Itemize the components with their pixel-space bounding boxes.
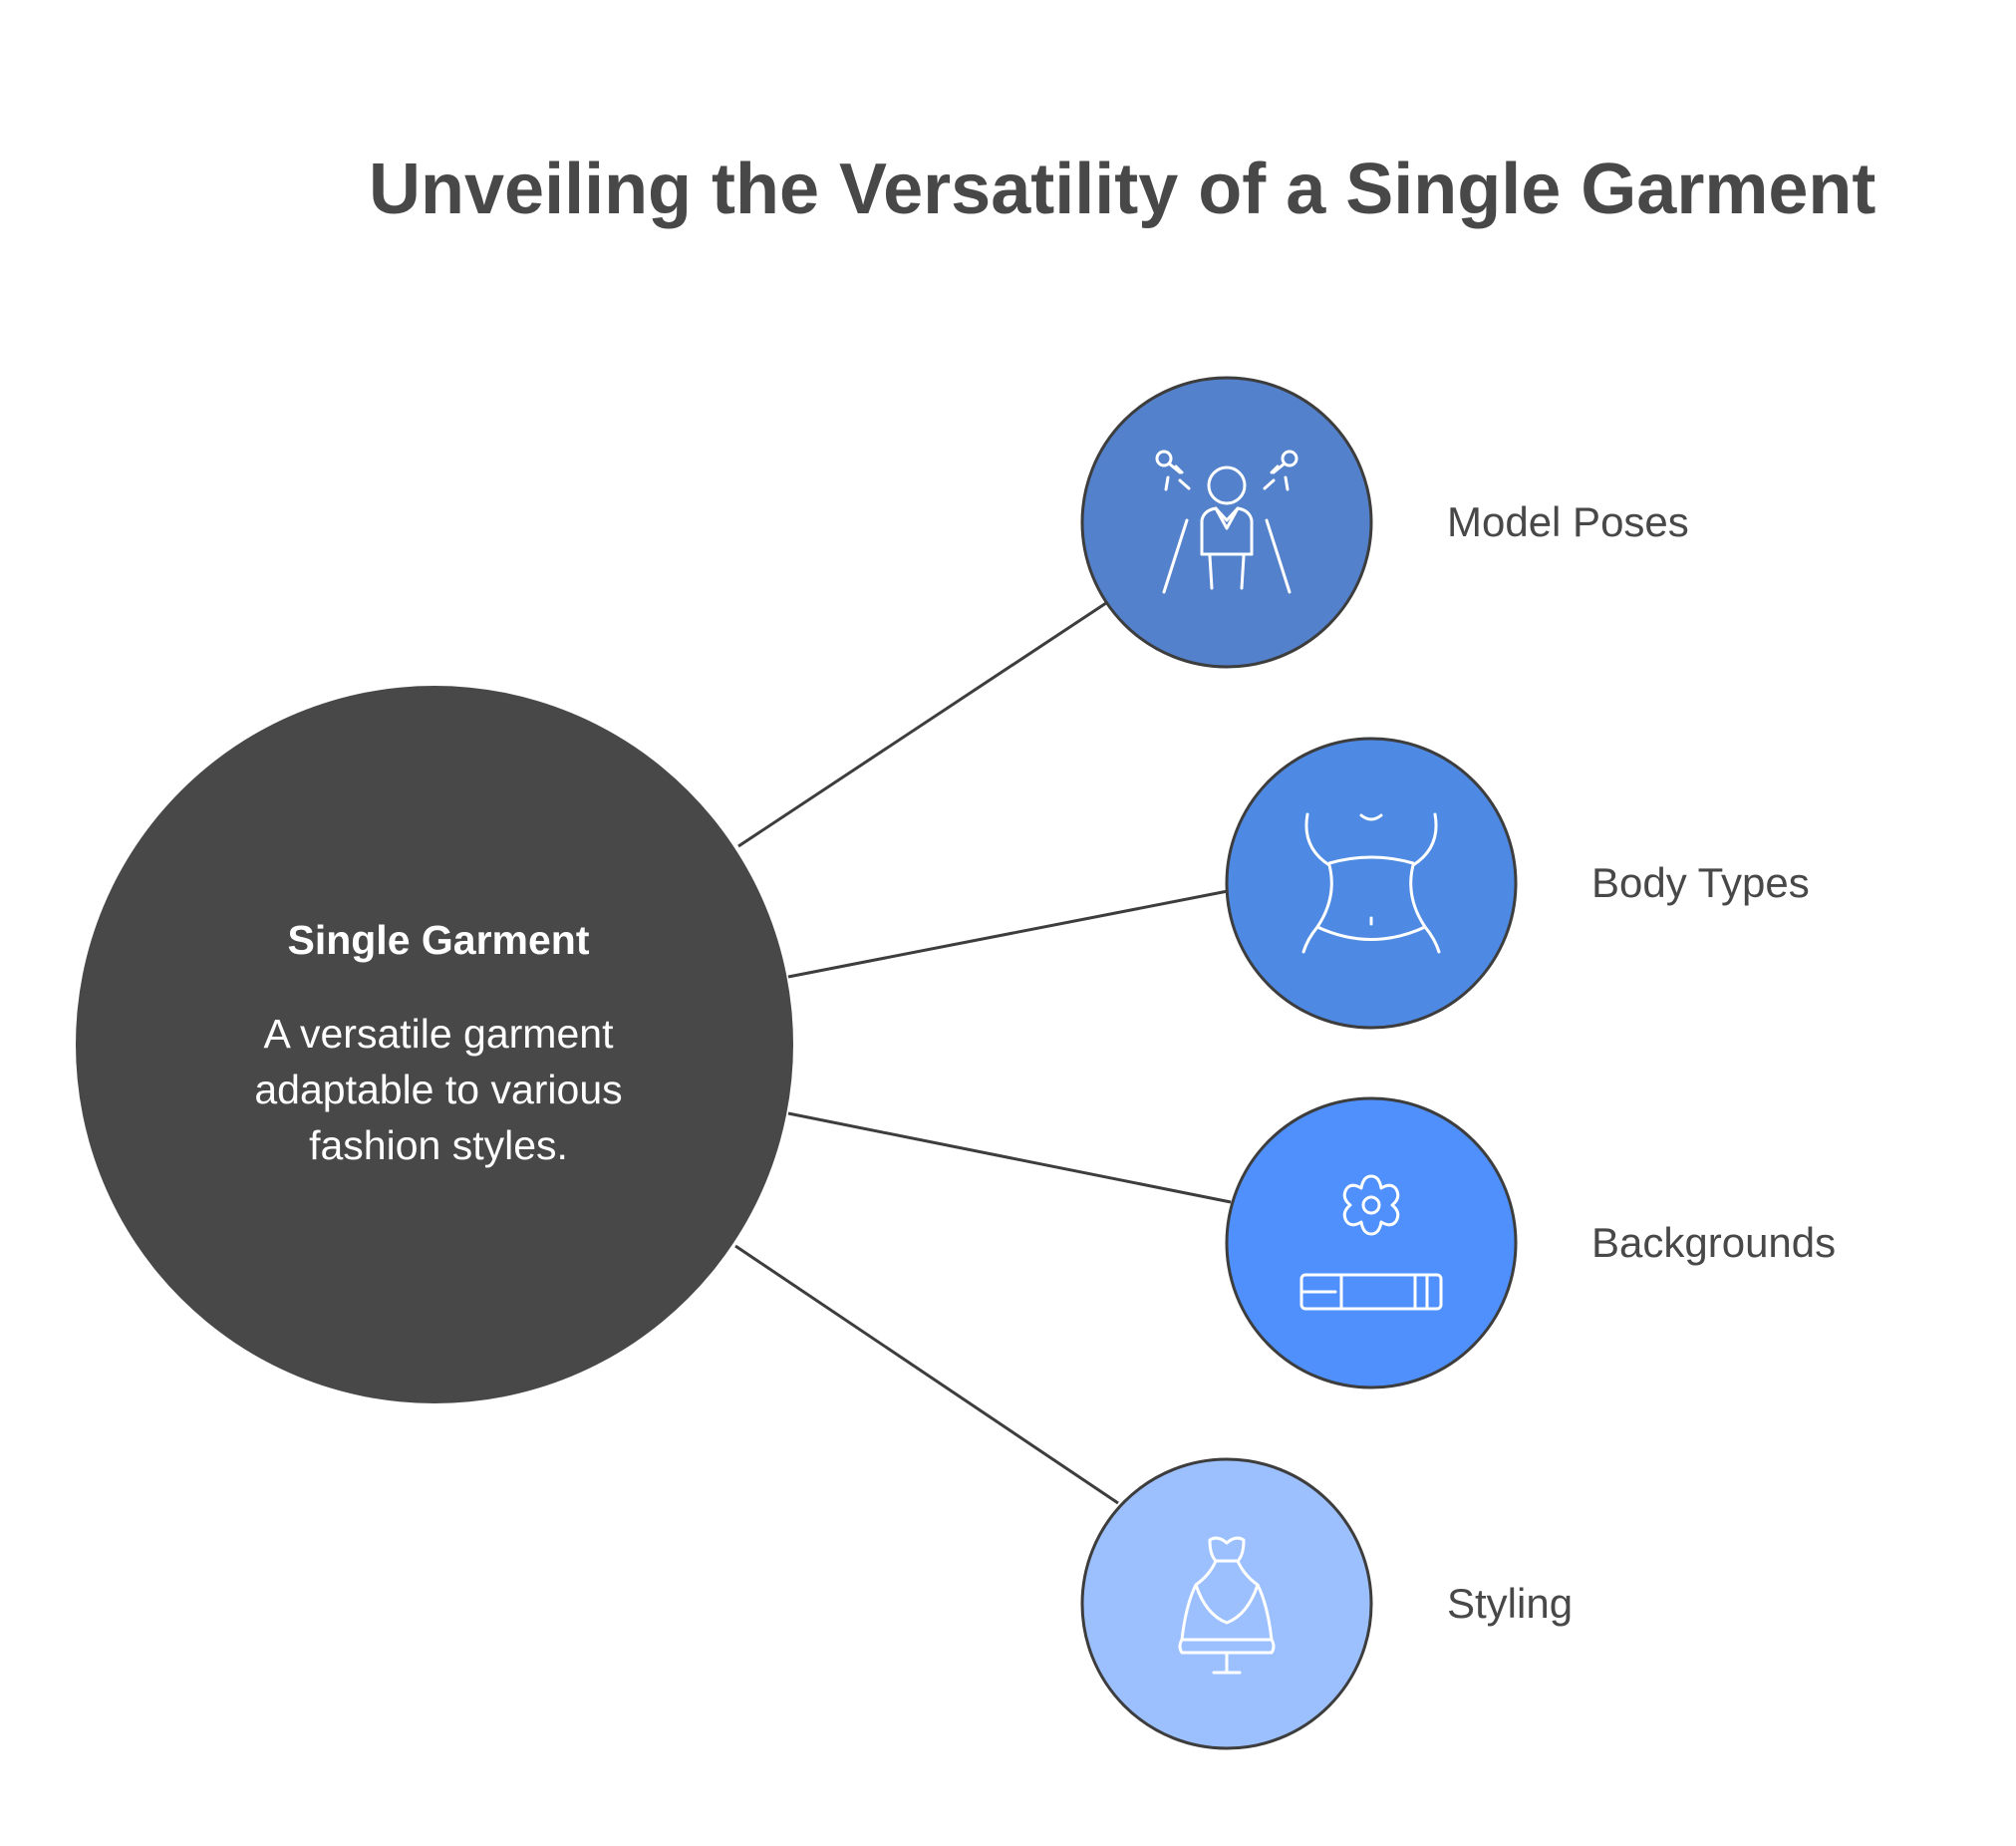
branch-circle-styling (1080, 1457, 1373, 1750)
gear-ruler-icon (1299, 1174, 1443, 1311)
branch-circle-backgrounds (1225, 1096, 1518, 1389)
hub-title: Single Garment (287, 917, 590, 963)
hub-description-line: adaptable to various (254, 1067, 623, 1112)
hub-description-line: fashion styles. (309, 1122, 568, 1168)
branch-label-body-types: Body Types (1591, 859, 1810, 906)
branch-circle-model-poses (1080, 376, 1373, 669)
torso-icon (1301, 812, 1441, 954)
connector-backgrounds (787, 1111, 1232, 1204)
connector-body-types (787, 889, 1229, 979)
hub-text: Single Garment A versatile garment adapt… (140, 912, 737, 1173)
branch-label-backgrounds: Backgrounds (1591, 1219, 1837, 1266)
hub-description-line: A versatile garment (263, 1011, 614, 1057)
branch-circle-body-types (1225, 737, 1518, 1030)
branch-label-model-poses: Model Poses (1447, 498, 1689, 545)
model-spotlight-icon (1155, 450, 1298, 594)
connector-model-poses (737, 599, 1110, 848)
hub-circle (76, 686, 793, 1403)
hub-description: A versatile garment adaptable to various… (140, 1006, 737, 1173)
page-title: Unveiling the Versatility of a Single Ga… (369, 150, 1876, 229)
connector-styling (734, 1244, 1119, 1505)
dress-form-icon (1178, 1536, 1276, 1675)
branch-label-styling: Styling (1447, 1580, 1574, 1627)
